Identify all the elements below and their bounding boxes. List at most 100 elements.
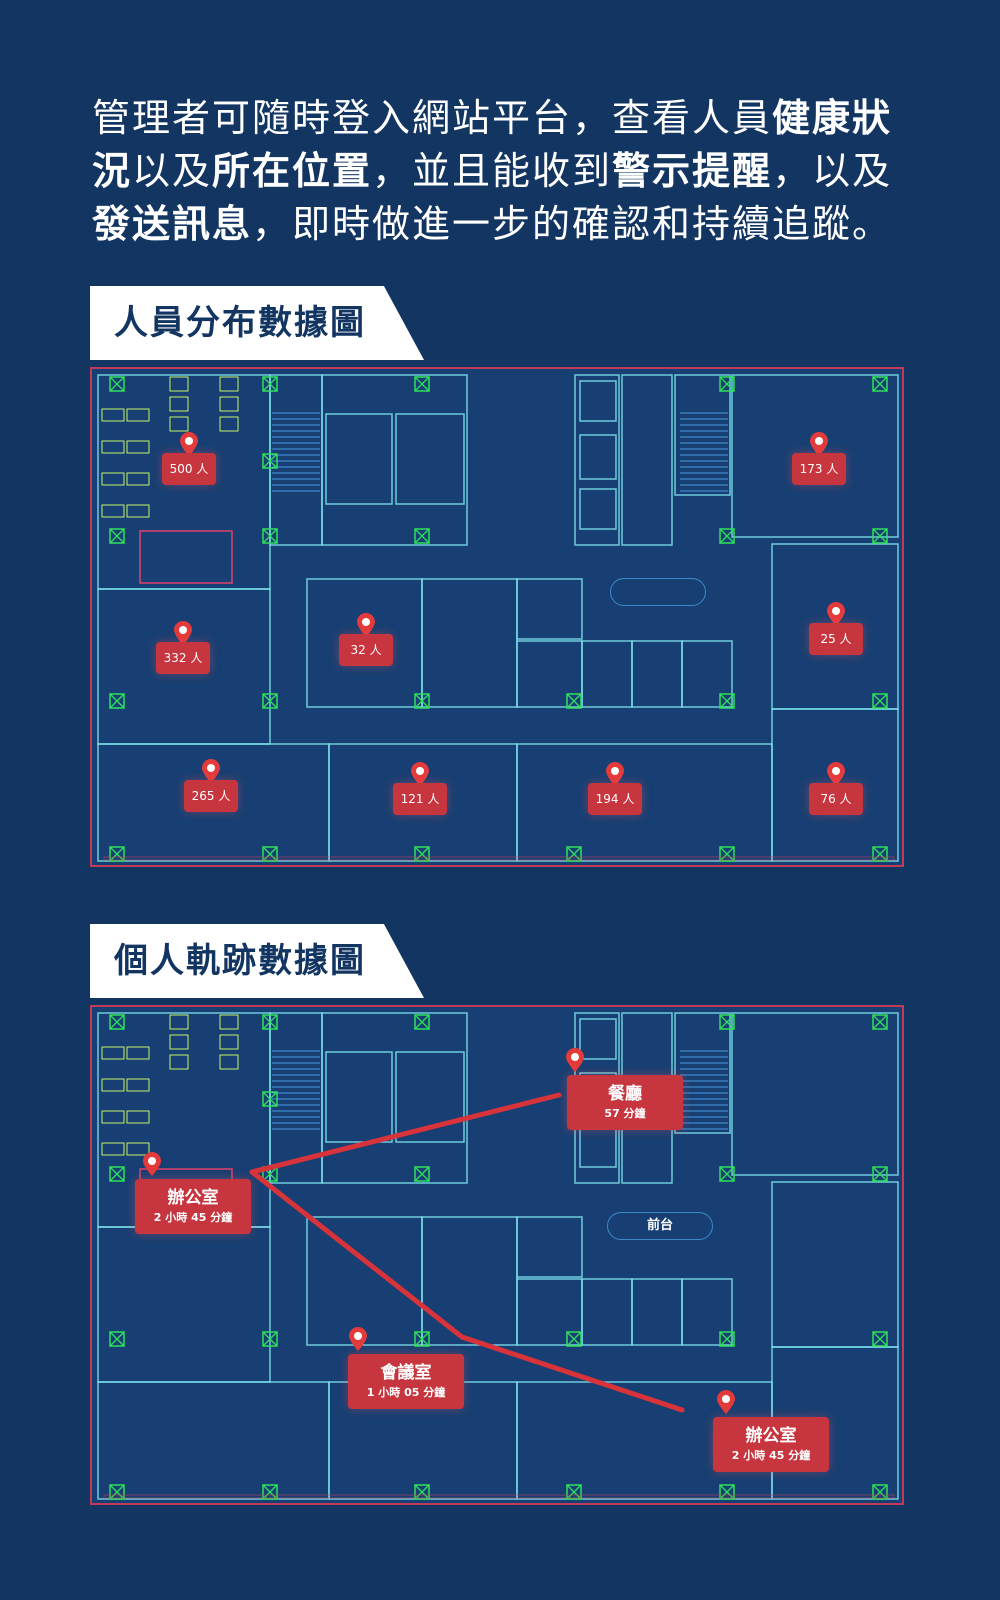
desk: [101, 1078, 125, 1092]
headcount-label[interactable]: 265 人: [184, 780, 238, 812]
location-pin-icon[interactable]: [826, 761, 846, 787]
trajectory-stop-label[interactable]: 餐廳 57 分鐘: [567, 1075, 683, 1130]
headcount-label[interactable]: 332 人: [156, 642, 210, 674]
desk: [101, 1110, 125, 1124]
exit-marker: [414, 1014, 430, 1030]
headcount-label[interactable]: 194 人: [588, 783, 642, 815]
desk: [101, 440, 125, 454]
exit-marker: [109, 1331, 125, 1347]
desk: [126, 1110, 150, 1124]
exit-marker: [719, 846, 735, 862]
room-wall: [579, 434, 617, 480]
exit-marker: [109, 1014, 125, 1030]
exit-marker: [262, 1091, 278, 1107]
location-pin-icon[interactable]: [809, 431, 829, 457]
stop-duration: 2 小時 45 分鐘: [153, 1211, 233, 1224]
stop-place: 辦公室: [745, 1426, 797, 1446]
location-pin-icon[interactable]: [173, 620, 193, 646]
desk: [101, 472, 125, 486]
exit-marker: [262, 693, 278, 709]
stop-duration: 1 小時 05 分鐘: [366, 1386, 446, 1399]
headcount-label[interactable]: 121 人: [393, 783, 447, 815]
exit-marker: [414, 1166, 430, 1182]
exit-marker: [566, 1331, 582, 1347]
room-wall: [395, 1051, 465, 1143]
front-desk: 前台: [607, 1212, 713, 1240]
exit-marker: [262, 528, 278, 544]
exit-marker: [872, 528, 888, 544]
headcount-label[interactable]: 173 人: [792, 453, 846, 485]
room-wall: [621, 374, 673, 546]
exit-marker: [109, 846, 125, 862]
desk: [169, 416, 189, 432]
desk: [101, 1046, 125, 1060]
room-wall: [674, 1012, 731, 1134]
exit-marker: [872, 376, 888, 392]
exit-marker: [719, 1331, 735, 1347]
exit-marker: [109, 1166, 125, 1182]
exit-marker: [414, 376, 430, 392]
exit-marker: [872, 1331, 888, 1347]
exit-marker: [566, 1484, 582, 1500]
room-wall: [579, 488, 617, 530]
exit-marker: [566, 846, 582, 862]
headcount-label[interactable]: 76 人: [809, 783, 863, 815]
stop-place: 餐廳: [608, 1084, 642, 1104]
section-title-distribution: 人員分布數據圖: [90, 286, 424, 360]
location-pin-icon[interactable]: [826, 601, 846, 627]
desk: [126, 504, 150, 518]
headcount-label[interactable]: 32 人: [339, 634, 393, 666]
room-wall: [421, 578, 518, 708]
headcount-label[interactable]: 500 人: [162, 453, 216, 485]
exit-marker: [414, 1484, 430, 1500]
room-wall: [674, 374, 731, 496]
exit-marker: [872, 1484, 888, 1500]
room-wall: [771, 708, 899, 862]
desk: [126, 1046, 150, 1060]
room-wall: [631, 640, 683, 708]
location-pin-icon[interactable]: [605, 761, 625, 787]
exit-marker: [262, 453, 278, 469]
location-pin-icon[interactable]: [348, 1326, 368, 1352]
exit-marker: [262, 376, 278, 392]
desk: [219, 396, 239, 412]
stop-duration: 57 分鐘: [604, 1107, 646, 1120]
room-wall: [516, 640, 583, 708]
location-pin-icon[interactable]: [179, 431, 199, 457]
exit-marker: [262, 1484, 278, 1500]
exit-marker: [262, 846, 278, 862]
desk: [126, 1142, 150, 1156]
exit-marker: [872, 693, 888, 709]
desk: [126, 472, 150, 486]
distribution-floor-map: 500 人 173 人 332 人 32 人 25 人 265 人 121 人 194 人 76…: [90, 367, 904, 867]
exit-marker: [414, 846, 430, 862]
location-pin-icon[interactable]: [716, 1389, 736, 1415]
desk: [126, 1078, 150, 1092]
room-wall: [574, 374, 620, 546]
exit-marker: [872, 1014, 888, 1030]
location-pin-icon[interactable]: [142, 1151, 162, 1177]
desk: [169, 376, 189, 392]
room-wall: [579, 1018, 617, 1060]
location-pin-icon[interactable]: [565, 1047, 585, 1073]
location-pin-icon[interactable]: [356, 612, 376, 638]
exit-marker: [262, 1331, 278, 1347]
room-wall: [321, 1012, 468, 1184]
exit-marker: [719, 1014, 735, 1030]
desk: [101, 504, 125, 518]
desk: [101, 1142, 125, 1156]
exit-marker: [719, 1166, 735, 1182]
room-wall: [325, 1051, 393, 1143]
headline: 管理者可隨時登入網站平台，查看人員健康狀況以及所在位置，並且能收到警示提醒，以及…: [92, 96, 893, 246]
desk: [219, 416, 239, 432]
exit-marker: [414, 528, 430, 544]
location-pin-icon[interactable]: [410, 761, 430, 787]
desk: [219, 1014, 239, 1030]
exit-marker: [109, 1484, 125, 1500]
room-wall: [395, 413, 465, 505]
headcount-label[interactable]: 25 人: [809, 623, 863, 655]
location-pin-icon[interactable]: [201, 758, 221, 784]
